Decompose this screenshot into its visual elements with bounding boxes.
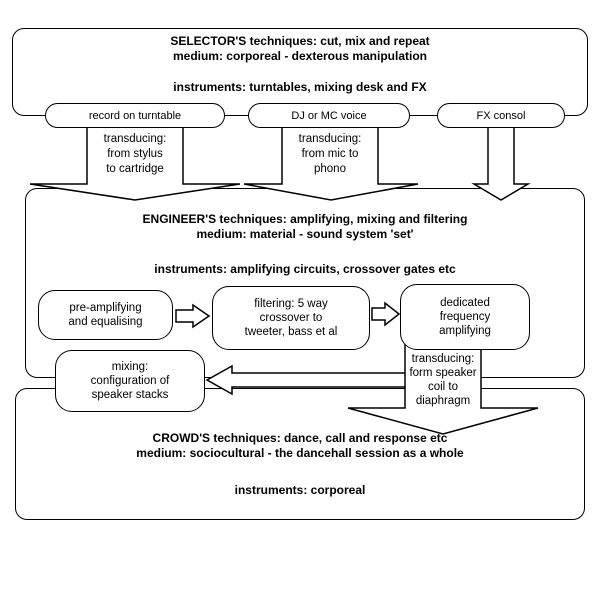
selector-techniques-text: SELECTOR'S techniques: cut, mix and repe… — [170, 34, 430, 48]
arrow-preamp-to-filtering — [175, 303, 211, 329]
engineer-techniques-text: ENGINEER'S techniques: amplifying, mixin… — [142, 212, 468, 226]
arrow-fx-down — [471, 123, 531, 201]
crowd-instruments-text: instruments: corporeal — [234, 483, 366, 497]
selector-header: SELECTOR'S techniques: cut, mix and repe… — [13, 34, 587, 64]
selector-medium-text: medium: corporeal - dexterous manipulati… — [172, 49, 428, 63]
crowd-header: CROWD'S techniques: dance, call and resp… — [16, 431, 584, 461]
node-filtering: filtering: 5 way crossover to tweeter, b… — [212, 286, 370, 350]
engineer-header: ENGINEER'S techniques: amplifying, mixin… — [26, 212, 584, 242]
engineer-medium-text: medium: material - sound system 'set' — [196, 227, 414, 241]
arrow-mic-to-phono — [243, 123, 419, 201]
node-record-on-turntable: record on turntable — [45, 103, 225, 128]
label-transducing-speaker: transducing: form speaker coil to diaphr… — [409, 353, 477, 407]
node-mixing: mixing: configuration of speaker stacks — [55, 350, 205, 412]
node-pre-amplifying: pre-amplifying and equalising — [38, 290, 173, 340]
node-dedicated-frequency: dedicated frequency amplifying — [400, 284, 530, 350]
engineer-section-box: ENGINEER'S techniques: amplifying, mixin… — [25, 188, 585, 378]
node-fx-consol: FX consol — [437, 103, 565, 128]
node-dj-or-mc-voice: DJ or MC voice — [248, 103, 410, 128]
selector-instruments-text: instruments: turntables, mixing desk and… — [173, 80, 427, 94]
arrow-filtering-to-dedicated — [371, 301, 401, 327]
crowd-section-box: CROWD'S techniques: dance, call and resp… — [15, 388, 585, 520]
label-transducing-stylus: transducing: from stylus to cartridge — [103, 133, 167, 175]
arrow-stylus-to-cartridge — [29, 123, 241, 201]
crowd-techniques-text: CROWD'S techniques: dance, call and resp… — [152, 431, 448, 445]
label-transducing-mic: transducing: from mic to phono — [298, 133, 362, 175]
crowd-medium-text: medium: sociocultural - the dancehall se… — [136, 446, 464, 460]
engineer-instruments-text: instruments: amplifying circuits, crosso… — [154, 262, 456, 276]
arrow-speaker-to-crowd — [347, 343, 539, 435]
